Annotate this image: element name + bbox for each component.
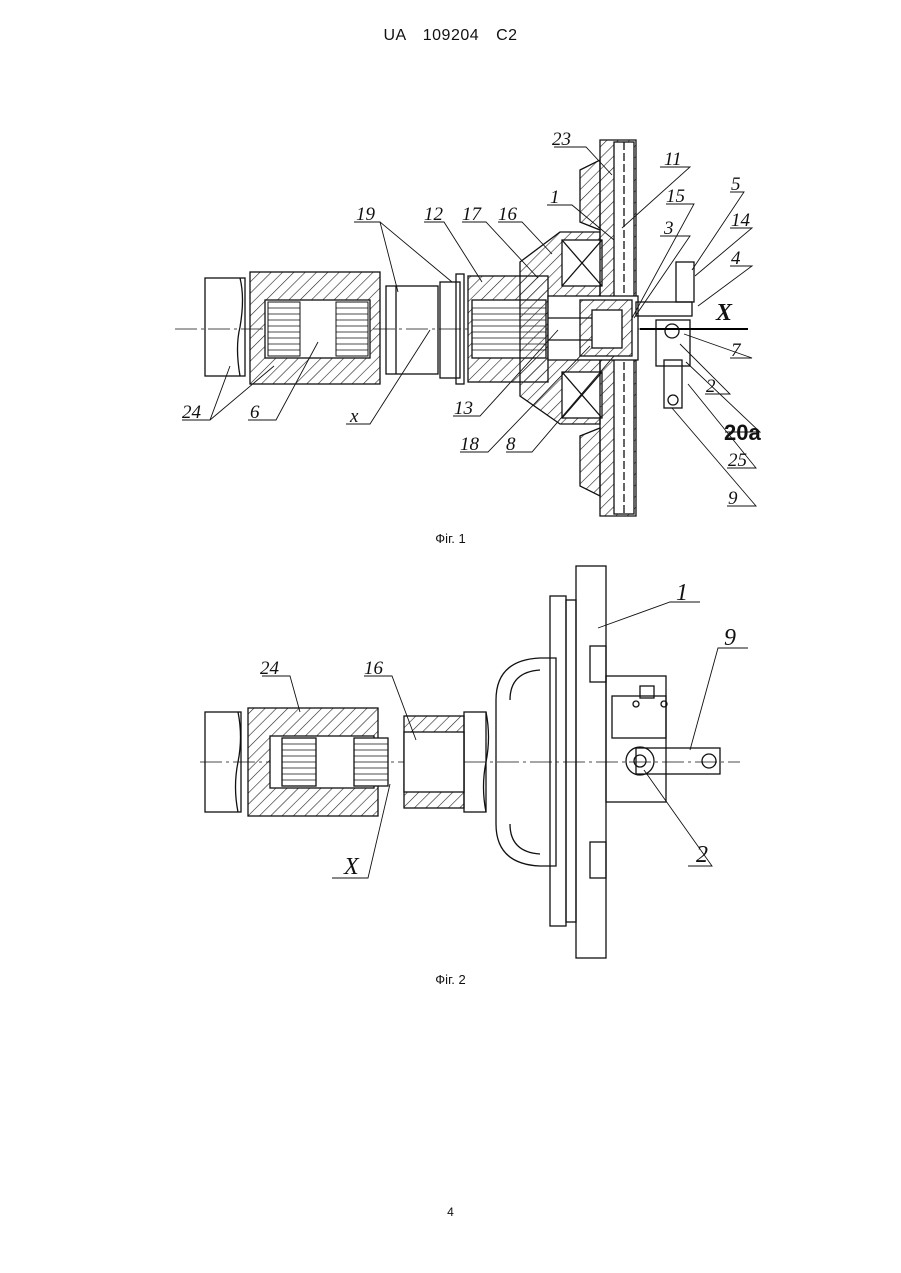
fig2-label-1: 1 (676, 580, 688, 606)
figure-1-caption: Фіг. 1 (0, 531, 901, 546)
fig1-label-5: 5 (731, 174, 741, 195)
fig1-label-19: 19 (356, 204, 376, 225)
fig1-label-15: 15 (666, 186, 685, 207)
fig1-label-2: 2 (706, 376, 716, 397)
fig1-label-18: 18 (460, 434, 480, 455)
fig1-label-13: 13 (454, 398, 473, 419)
fig1-label-1: 1 (550, 187, 560, 208)
fig1-label-12: 12 (424, 204, 444, 225)
fig1-label-4: 4 (731, 248, 741, 269)
fig2-label-24: 24 (260, 658, 280, 679)
fig1-label-9: 9 (728, 488, 738, 509)
fig2-label-16: 16 (364, 658, 384, 679)
patent-header: UA 109204 C2 (0, 27, 901, 45)
fig1-label-24: 24 (182, 402, 202, 423)
fig1-label-20a: 20a (724, 420, 761, 445)
fig1-label-3: 3 (663, 218, 674, 239)
fig1-label-8: 8 (506, 434, 516, 455)
fig1-label-23: 23 (552, 129, 571, 150)
fig1-label-25: 25 (728, 450, 747, 471)
fig2-label-2: 2 (696, 842, 708, 868)
figure-1-drawing: 23 11 1 15 5 14 3 19 12 17 16 4 X 7 2 20… (0, 110, 901, 530)
fig2-label-9: 9 (724, 625, 736, 651)
fig1-label-X: X (715, 300, 733, 326)
fig1-label-16: 16 (498, 204, 518, 225)
figure-2-drawing: 1 9 24 16 2 X (0, 555, 901, 965)
page-number: 4 (0, 1205, 901, 1219)
fig1-label-7: 7 (731, 340, 742, 361)
figure-2-caption: Фіг. 2 (0, 972, 901, 987)
fig2-label-X: X (343, 854, 360, 880)
fig1-label-11: 11 (664, 149, 682, 170)
fig1-label-6: 6 (250, 402, 260, 423)
fig1-label-17: 17 (462, 204, 483, 225)
fig1-label-x: x (349, 406, 359, 427)
fig1-label-14: 14 (731, 210, 751, 231)
